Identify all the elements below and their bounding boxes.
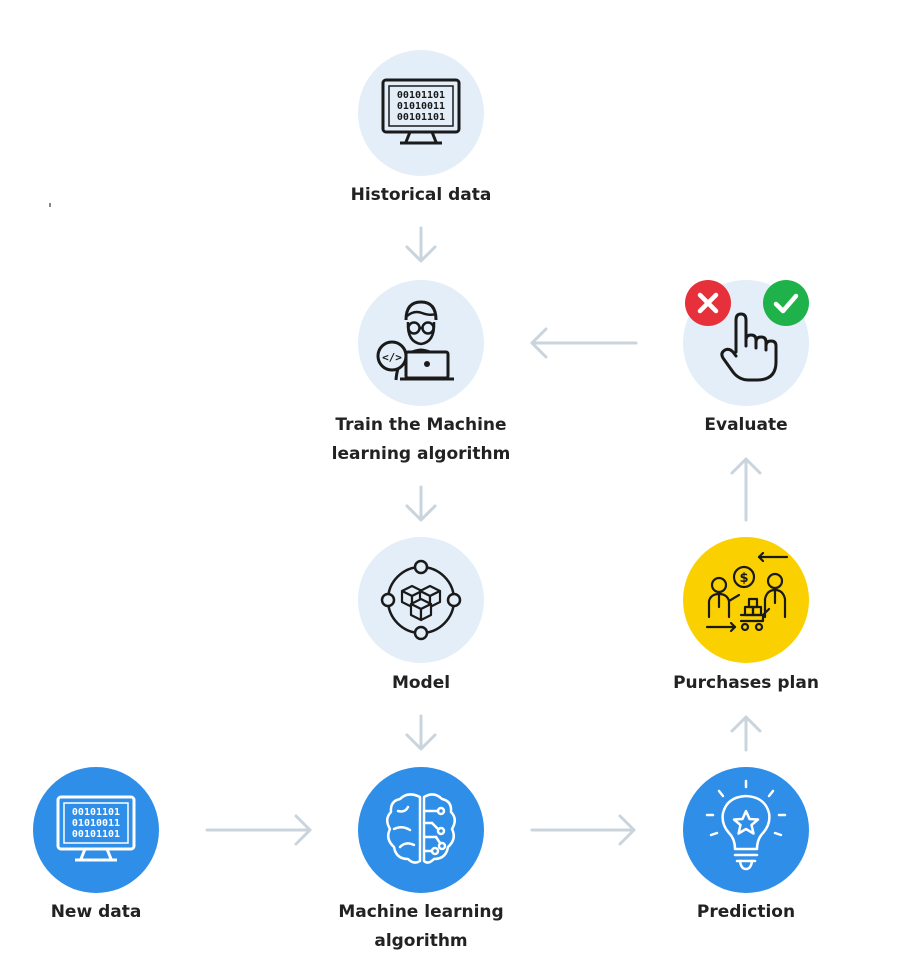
arrow-train-to-model — [405, 485, 437, 522]
prediction-label: Prediction — [696, 902, 796, 922]
prediction-node — [683, 767, 809, 893]
x-mark-icon — [697, 292, 719, 314]
ml-algorithm-node — [358, 767, 484, 893]
lightbulb-star-icon — [705, 779, 787, 871]
reject-badge — [685, 280, 731, 326]
svg-text:</>: </> — [382, 351, 402, 364]
programmer-laptop-icon: </> — [376, 300, 454, 381]
new-data-node: 00101101 01010011 00101101 — [33, 767, 159, 893]
svg-text:$: $ — [739, 571, 748, 586]
accept-badge — [763, 280, 809, 326]
brain-circuit-icon — [386, 793, 456, 864]
binary-line-3: 00101101 — [397, 112, 445, 123]
model-node — [358, 537, 484, 663]
monitor-binary-icon: 00101101 01010011 00101101 — [56, 795, 136, 862]
arrow-model-to-ml — [405, 714, 437, 751]
arrow-prediction-to-purchases — [730, 715, 762, 752]
stray-mark — [49, 203, 51, 207]
binary-line-2: 01010011 — [72, 818, 120, 829]
binary-line-2: 01010011 — [397, 101, 445, 112]
ml-algorithm-label-line-2: algorithm — [374, 931, 468, 951]
train-label-line-2: learning algorithm — [331, 444, 511, 464]
purchase-deal-icon: $ — [705, 551, 789, 633]
evaluate-label: Evaluate — [704, 415, 788, 435]
monitor-binary-icon: 00101101 01010011 00101101 — [381, 78, 461, 145]
historical-data-node: 00101101 01010011 00101101 — [358, 50, 484, 176]
pointing-hand-icon — [720, 312, 778, 382]
purchases-plan-node: $ — [683, 537, 809, 663]
binary-line-1: 00101101 — [72, 807, 120, 818]
ml-algorithm-label: Machine learning algorithm — [301, 898, 541, 956]
model-label: Model — [391, 673, 451, 693]
binary-line-1: 00101101 — [397, 90, 445, 101]
arrow-newdata-to-ml — [205, 814, 312, 846]
arrow-evaluate-to-train — [530, 327, 638, 359]
train-label-line-1: Train the Machine — [335, 415, 507, 435]
arrow-purchases-to-evaluate — [730, 457, 762, 522]
purchases-plan-label: Purchases plan — [673, 673, 819, 693]
historical-data-label: Historical data — [350, 185, 492, 205]
train-node: </> — [358, 280, 484, 406]
arrow-historical-to-train — [405, 226, 437, 263]
ml-algorithm-label-line-1: Machine learning — [338, 902, 504, 922]
binary-line-3: 00101101 — [72, 829, 120, 840]
cubes-network-icon — [380, 559, 462, 641]
train-label: Train the Machine learning algorithm — [301, 411, 541, 469]
arrow-ml-to-prediction — [530, 814, 636, 846]
new-data-label: New data — [50, 902, 142, 922]
check-mark-icon — [773, 293, 799, 314]
